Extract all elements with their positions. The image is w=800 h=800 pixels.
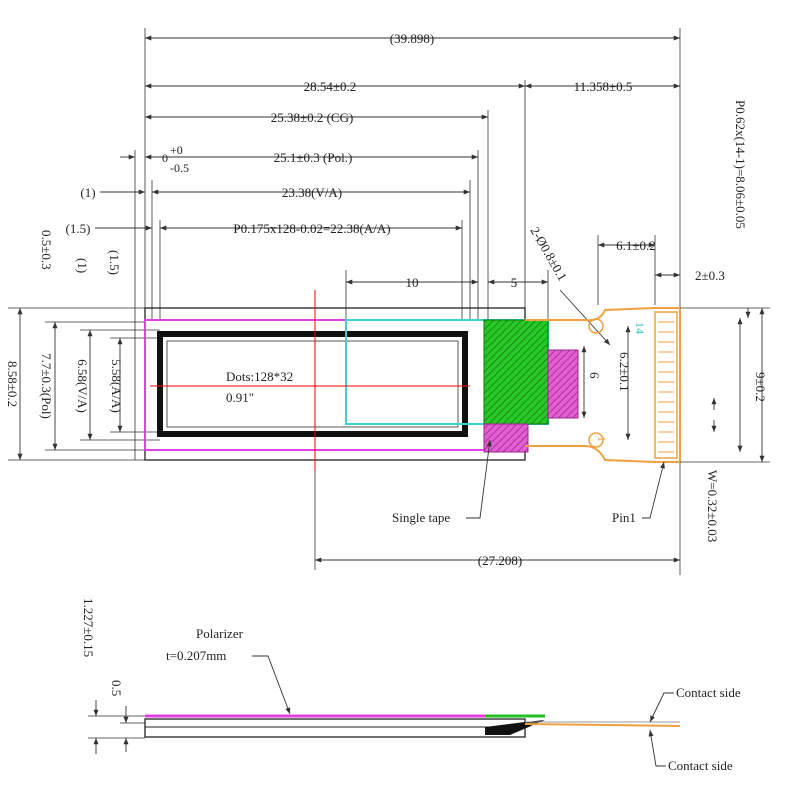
label-polarizer-thickness: t=0.207mm	[166, 648, 226, 663]
dim-height-pol: 7.7±0.3(Pol)	[39, 353, 54, 419]
label-contact-side-bottom: Contact side	[668, 758, 733, 773]
single-tape-block	[483, 423, 529, 453]
dim-pitch: P0.62x(14-1)=8.06±0.05	[733, 100, 748, 229]
dim-va-offset: (1)	[80, 185, 95, 200]
dim-bottom-length: (27.208)	[478, 553, 522, 568]
dim-pol-length: 25.1±0.3 (Pol.)	[274, 150, 353, 165]
dim-va-length: 23.38(V/A)	[282, 185, 342, 200]
dim-height-total: 8.58±0.2	[5, 361, 20, 407]
pin-number-14: 14	[633, 322, 647, 334]
label-contact-side-top: Contact side	[676, 685, 741, 700]
side-view: 1.227±0.15 0.5 Polarizer t=0.207mm Conta…	[81, 598, 741, 773]
label-pin1: Pin1	[612, 510, 636, 525]
dim-cg-center: 25.38±0.2 (CG)	[271, 110, 354, 125]
dim-total-length: (39.898)	[390, 31, 434, 46]
dim-left-a: 0.5±0.3	[39, 230, 54, 270]
dim-fpc-end-width: 6.1±0.2	[616, 238, 656, 253]
dim-fpc-gap: 5	[511, 275, 518, 290]
pin-number-1: 1	[595, 436, 609, 442]
dim-aa-offset: (1.5)	[66, 221, 91, 236]
dim-left-c: (1.5)	[107, 250, 122, 275]
view-area	[157, 331, 468, 437]
dim-fpc-end-offset: 2±0.3	[695, 268, 725, 283]
dim-height-va: 6.58(V/A)	[75, 359, 90, 413]
dim-pin-width: W=0.32±0.03	[705, 470, 720, 542]
dim-aa-length: P0.175x128-0.02=22.38(A/A)	[233, 221, 390, 236]
dim-left-b: (1)	[75, 258, 90, 273]
dim-height-aa: 5.58(A/A)	[109, 359, 124, 413]
fpc-pins	[654, 311, 678, 459]
dim-fpc-height: 6	[587, 372, 602, 379]
dim-fpc-hole-pitch: 6.2±0.1	[617, 352, 632, 392]
dim-fpc-hole: 2-Ø0.8±0.1	[527, 224, 570, 283]
side-glass	[144, 718, 526, 738]
dim-cg-length: 28.54±0.2	[304, 79, 357, 94]
dim-fpc-segment: 10	[406, 275, 419, 290]
dim-pol-offset-minus: -0.5	[170, 161, 189, 175]
driver-ic-block	[483, 319, 549, 425]
fpc-hole-top	[588, 318, 604, 334]
fpc-magenta-block	[547, 349, 579, 419]
label-single-tape: Single tape	[392, 510, 450, 525]
label-thickness-total: 1.227±0.15	[81, 598, 96, 657]
label-dots: Dots:128*32	[226, 369, 293, 384]
dim-pol-offset-plus: +0	[170, 143, 183, 157]
label-diagonal: 0.91"	[226, 390, 254, 405]
view-area-inner	[166, 340, 459, 428]
dim-fpc-length: 11.358±0.5	[574, 79, 633, 94]
label-polarizer: Polarizer	[196, 626, 244, 641]
fpc-hole-bottom	[588, 432, 604, 448]
label-thickness-glass: 0.5	[109, 680, 124, 696]
dim-fpc-total-height: 9±0.2	[753, 372, 768, 402]
side-fpc	[524, 723, 681, 727]
top-view: (39.898) 28.54±0.2 11.358±0.5 25.38±0.2 …	[5, 28, 770, 575]
dim-pol-offset-top: 0	[162, 151, 168, 165]
